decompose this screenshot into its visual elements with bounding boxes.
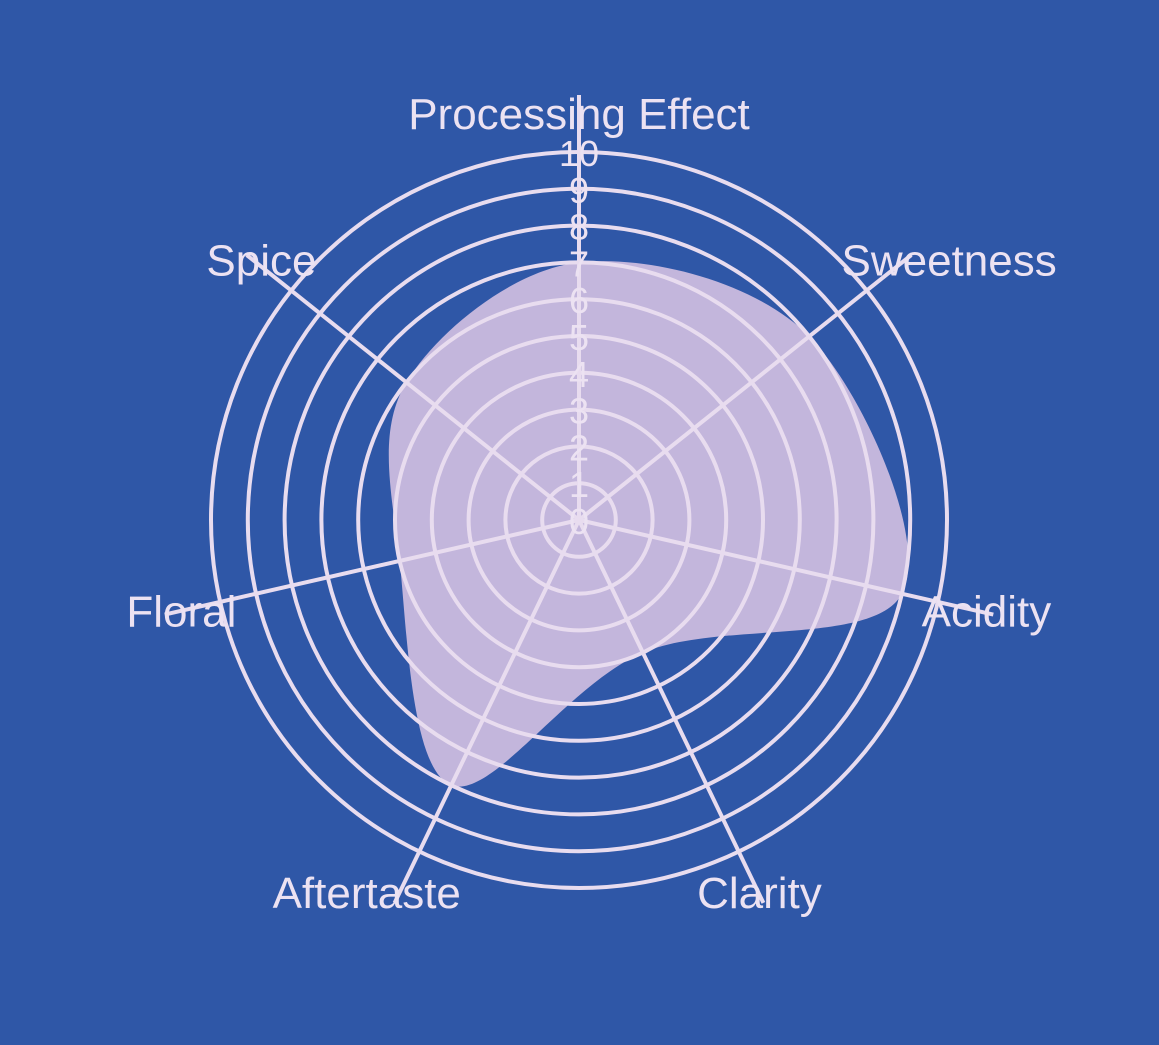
radial-tick-label: 6	[569, 280, 589, 321]
axis-spoke-5	[164, 518, 580, 617]
radial-tick-label: 0	[569, 501, 589, 542]
category-label: Clarity	[697, 869, 822, 918]
category-label: Acidity	[922, 587, 1052, 636]
category-label: Aftertaste	[273, 869, 461, 918]
radial-tick-label: 7	[569, 243, 589, 284]
radial-tick-label: 3	[569, 391, 589, 432]
axis-spoke-3	[577, 519, 766, 904]
category-label: Floral	[126, 587, 236, 636]
axis-spoke-6	[245, 253, 581, 522]
radial-tick-label: 9	[569, 170, 589, 211]
radial-tick-label: 8	[569, 207, 589, 248]
radial-tick-label: 10	[559, 133, 599, 174]
radial-tick-label: 2	[569, 427, 589, 468]
axis-spoke-2	[578, 518, 994, 617]
radial-tick-label: 1	[569, 464, 589, 505]
radial-tick-label: 5	[569, 317, 589, 358]
category-label: Spice	[206, 236, 316, 285]
category-label: Processing Effect	[408, 90, 750, 139]
axis-spoke-4	[392, 519, 581, 904]
radial-tick-label: 4	[569, 354, 589, 395]
axis-spoke-1	[577, 253, 913, 522]
category-label: Sweetness	[842, 236, 1057, 285]
